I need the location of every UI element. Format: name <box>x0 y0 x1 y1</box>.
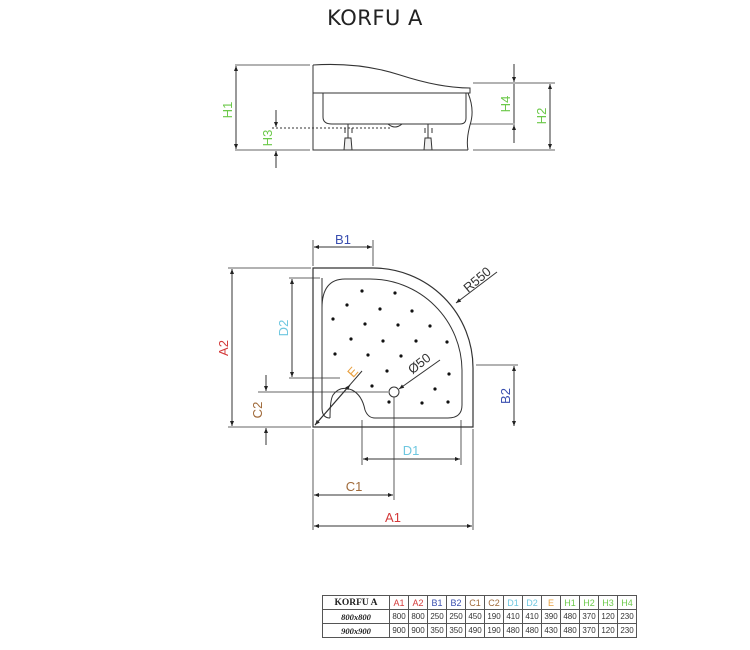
col-a1: A1 <box>389 595 409 610</box>
cell: 250 <box>427 609 447 624</box>
cell: 490 <box>465 623 485 638</box>
cell: 900 <box>389 623 409 638</box>
col-c1: C1 <box>465 595 485 610</box>
label-b2: B2 <box>498 388 513 404</box>
col-b1: B1 <box>427 595 447 610</box>
cell: 410 <box>503 609 523 624</box>
top-view <box>228 240 518 530</box>
cell: 190 <box>484 609 504 624</box>
table-row: 900x900 900 900 350 350 490 190 480 480 … <box>322 623 637 638</box>
cell: 120 <box>598 609 618 624</box>
label-h4: H4 <box>498 96 513 113</box>
label-radius: R550 <box>460 264 493 295</box>
cell: 410 <box>522 609 542 624</box>
table-model-name: KORFU A <box>322 595 390 610</box>
spec-table: KORFU A A1 A2 B1 B2 C1 C2 D1 D2 E H1 H2 … <box>322 595 637 638</box>
label-b1: B1 <box>335 232 351 247</box>
cell: 450 <box>465 609 485 624</box>
technical-drawing: H1 H3 H4 H2 <box>216 63 555 530</box>
cell: 230 <box>617 623 637 638</box>
col-h3: H3 <box>598 595 618 610</box>
label-h2: H2 <box>534 108 549 125</box>
label-c2: C2 <box>250 402 265 419</box>
label-a2: A2 <box>216 340 231 356</box>
cell: 370 <box>579 623 599 638</box>
label-h3: H3 <box>260 130 275 147</box>
cell: 350 <box>427 623 447 638</box>
cell: 230 <box>617 609 637 624</box>
label-d1: D1 <box>403 443 420 458</box>
label-h1: H1 <box>220 102 235 119</box>
cell: 480 <box>560 623 580 638</box>
cell: 190 <box>484 623 504 638</box>
col-b2: B2 <box>446 595 466 610</box>
anti-slip-dots <box>331 289 451 405</box>
label-e: E <box>344 364 361 381</box>
cell: 900 <box>408 623 428 638</box>
row-size: 800x800 <box>322 609 390 624</box>
cell: 120 <box>598 623 618 638</box>
cell: 800 <box>408 609 428 624</box>
row-size: 900x900 <box>322 623 390 638</box>
label-d2: D2 <box>276 320 291 337</box>
col-h4: H4 <box>617 595 637 610</box>
cell: 430 <box>541 623 561 638</box>
col-d1: D1 <box>503 595 523 610</box>
table-row: 800x800 800 800 250 250 450 190 410 410 … <box>322 609 637 624</box>
col-h2: H2 <box>579 595 599 610</box>
label-c1: C1 <box>346 479 363 494</box>
col-c2: C2 <box>484 595 504 610</box>
cell: 480 <box>522 623 542 638</box>
cell: 350 <box>446 623 466 638</box>
label-drain: Ø50 <box>405 350 434 377</box>
cell: 480 <box>503 623 523 638</box>
side-view <box>234 63 555 168</box>
cell: 250 <box>446 609 466 624</box>
label-a1: A1 <box>385 510 401 525</box>
cell: 390 <box>541 609 561 624</box>
col-d2: D2 <box>522 595 542 610</box>
col-e: E <box>541 595 561 610</box>
cell: 480 <box>560 609 580 624</box>
cell: 370 <box>579 609 599 624</box>
page-title: KORFU A <box>327 6 423 30</box>
table-header-row: KORFU A A1 A2 B1 B2 C1 C2 D1 D2 E H1 H2 … <box>322 595 637 610</box>
col-a2: A2 <box>408 595 428 610</box>
col-h1: H1 <box>560 595 580 610</box>
cell: 800 <box>389 609 409 624</box>
